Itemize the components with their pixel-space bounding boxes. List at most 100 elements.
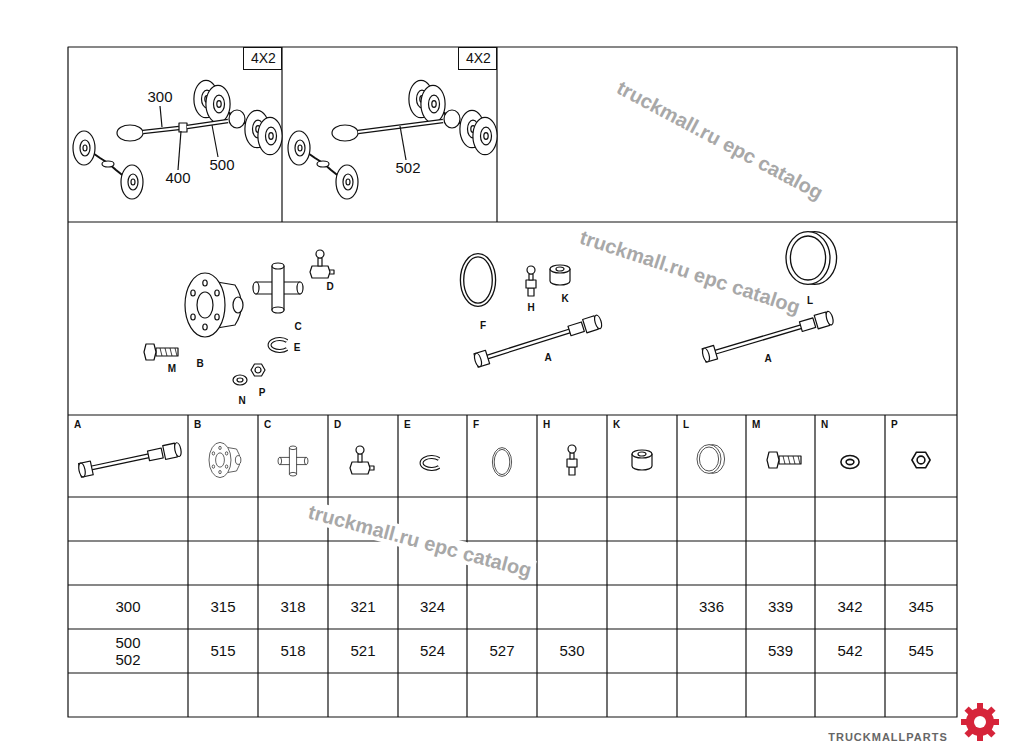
grease-nipple-part xyxy=(310,250,334,278)
grommet-icon xyxy=(632,450,652,470)
column-letter: E xyxy=(404,419,411,430)
bolt-hole xyxy=(215,314,219,320)
column-letter: H xyxy=(543,419,550,430)
bolt-hole xyxy=(225,452,227,455)
snap-ring xyxy=(270,339,287,351)
tire xyxy=(288,131,310,165)
callout-number: 500 xyxy=(209,157,234,174)
gasket-ring xyxy=(494,449,510,474)
yoke xyxy=(593,314,603,329)
wheel-hub xyxy=(269,133,273,140)
leader-line xyxy=(400,126,406,160)
grommet-hole xyxy=(556,267,564,271)
column-letter: M xyxy=(752,419,760,430)
bolt-hole xyxy=(219,470,221,473)
grid-line xyxy=(187,415,188,717)
slip-sleeve xyxy=(147,448,163,461)
propeller-shaft xyxy=(143,128,179,132)
gasket-icon xyxy=(492,448,511,477)
bolt-hole xyxy=(203,280,207,286)
leader-line xyxy=(178,131,181,170)
shaft-part xyxy=(473,314,603,367)
bolt-hole xyxy=(212,452,214,455)
part-number-cell: 518 xyxy=(280,643,305,660)
callout-number: 400 xyxy=(165,170,190,187)
leader-line xyxy=(212,125,218,157)
nipple-ball xyxy=(316,250,324,258)
grid-line xyxy=(466,415,467,717)
part-number-cell: 539 xyxy=(768,643,793,660)
column-letter: C xyxy=(264,419,271,430)
bolt-head xyxy=(767,452,779,468)
grid-line xyxy=(676,415,677,717)
fitting-thread xyxy=(528,288,534,296)
wheel-hub xyxy=(298,145,302,151)
part-number-cell: 545 xyxy=(908,643,933,660)
flange-icon xyxy=(209,442,241,477)
wheel-hub xyxy=(266,127,277,145)
nipple-stem xyxy=(318,258,322,266)
tire xyxy=(473,117,497,154)
part-letter: F xyxy=(480,320,486,331)
bearing-cup xyxy=(289,472,296,476)
bolt-thread xyxy=(170,348,172,356)
propeller-shaft xyxy=(187,121,228,127)
callout-number: 300 xyxy=(147,89,172,106)
yoke xyxy=(701,347,711,362)
lock-washer xyxy=(237,378,243,382)
part-letter: D xyxy=(326,281,333,292)
bolt-shank xyxy=(779,456,801,464)
wheel-hub xyxy=(131,179,135,185)
nipple-body xyxy=(310,266,330,278)
outer-frame xyxy=(68,47,957,717)
part-number-cell: 530 xyxy=(559,643,584,660)
gasket-ring xyxy=(492,448,511,477)
grommet-part xyxy=(550,265,570,285)
grid-line xyxy=(68,414,957,415)
part-number-cell: 321 xyxy=(350,599,375,616)
gear-body xyxy=(966,708,994,736)
bolt-hole xyxy=(191,314,195,320)
part-number-cell: 521 xyxy=(350,643,375,660)
yoke xyxy=(702,345,717,362)
yoke xyxy=(79,461,94,477)
slip-sleeve xyxy=(799,318,815,332)
table-grid xyxy=(68,47,957,717)
column-letter: F xyxy=(473,419,479,430)
bolt-thread xyxy=(793,456,795,464)
yoke-eye xyxy=(233,297,243,313)
tag-text: 4X2 xyxy=(251,51,274,66)
fitting-neck xyxy=(529,274,533,280)
wheel-hub xyxy=(429,95,440,113)
transmission xyxy=(332,125,358,141)
watermark: truckmall.ru epc catalog xyxy=(303,500,537,582)
grid-line xyxy=(606,415,607,717)
snap-ring xyxy=(422,457,439,469)
grease-nipple-icon xyxy=(350,446,374,474)
shaft-tube xyxy=(486,330,574,358)
grid-line xyxy=(68,584,957,585)
bolt-thread xyxy=(788,456,790,464)
nipple-stem xyxy=(358,454,362,462)
flange-part xyxy=(185,273,243,337)
yoke xyxy=(474,350,490,367)
axle-spring xyxy=(102,161,114,167)
grease-fitting-icon xyxy=(567,445,577,475)
grid-line xyxy=(257,415,258,717)
snap-ring-part xyxy=(270,339,287,351)
bolt-icon xyxy=(767,452,801,468)
grid-line xyxy=(536,415,537,717)
yoke-eye xyxy=(235,456,241,465)
tag-text: 4X2 xyxy=(466,51,489,66)
snap-ring-icon xyxy=(422,457,439,469)
watermark: truckmall.ru epc catalog xyxy=(574,225,805,319)
grid-line xyxy=(68,496,957,497)
bolt-thread xyxy=(783,456,785,464)
flange-disc xyxy=(209,442,231,477)
grid-line xyxy=(68,221,957,222)
spider-part xyxy=(253,263,303,313)
bearing-cup xyxy=(272,263,284,269)
watermark: truckmall.ru epc catalog xyxy=(611,75,830,205)
tire xyxy=(336,165,358,199)
